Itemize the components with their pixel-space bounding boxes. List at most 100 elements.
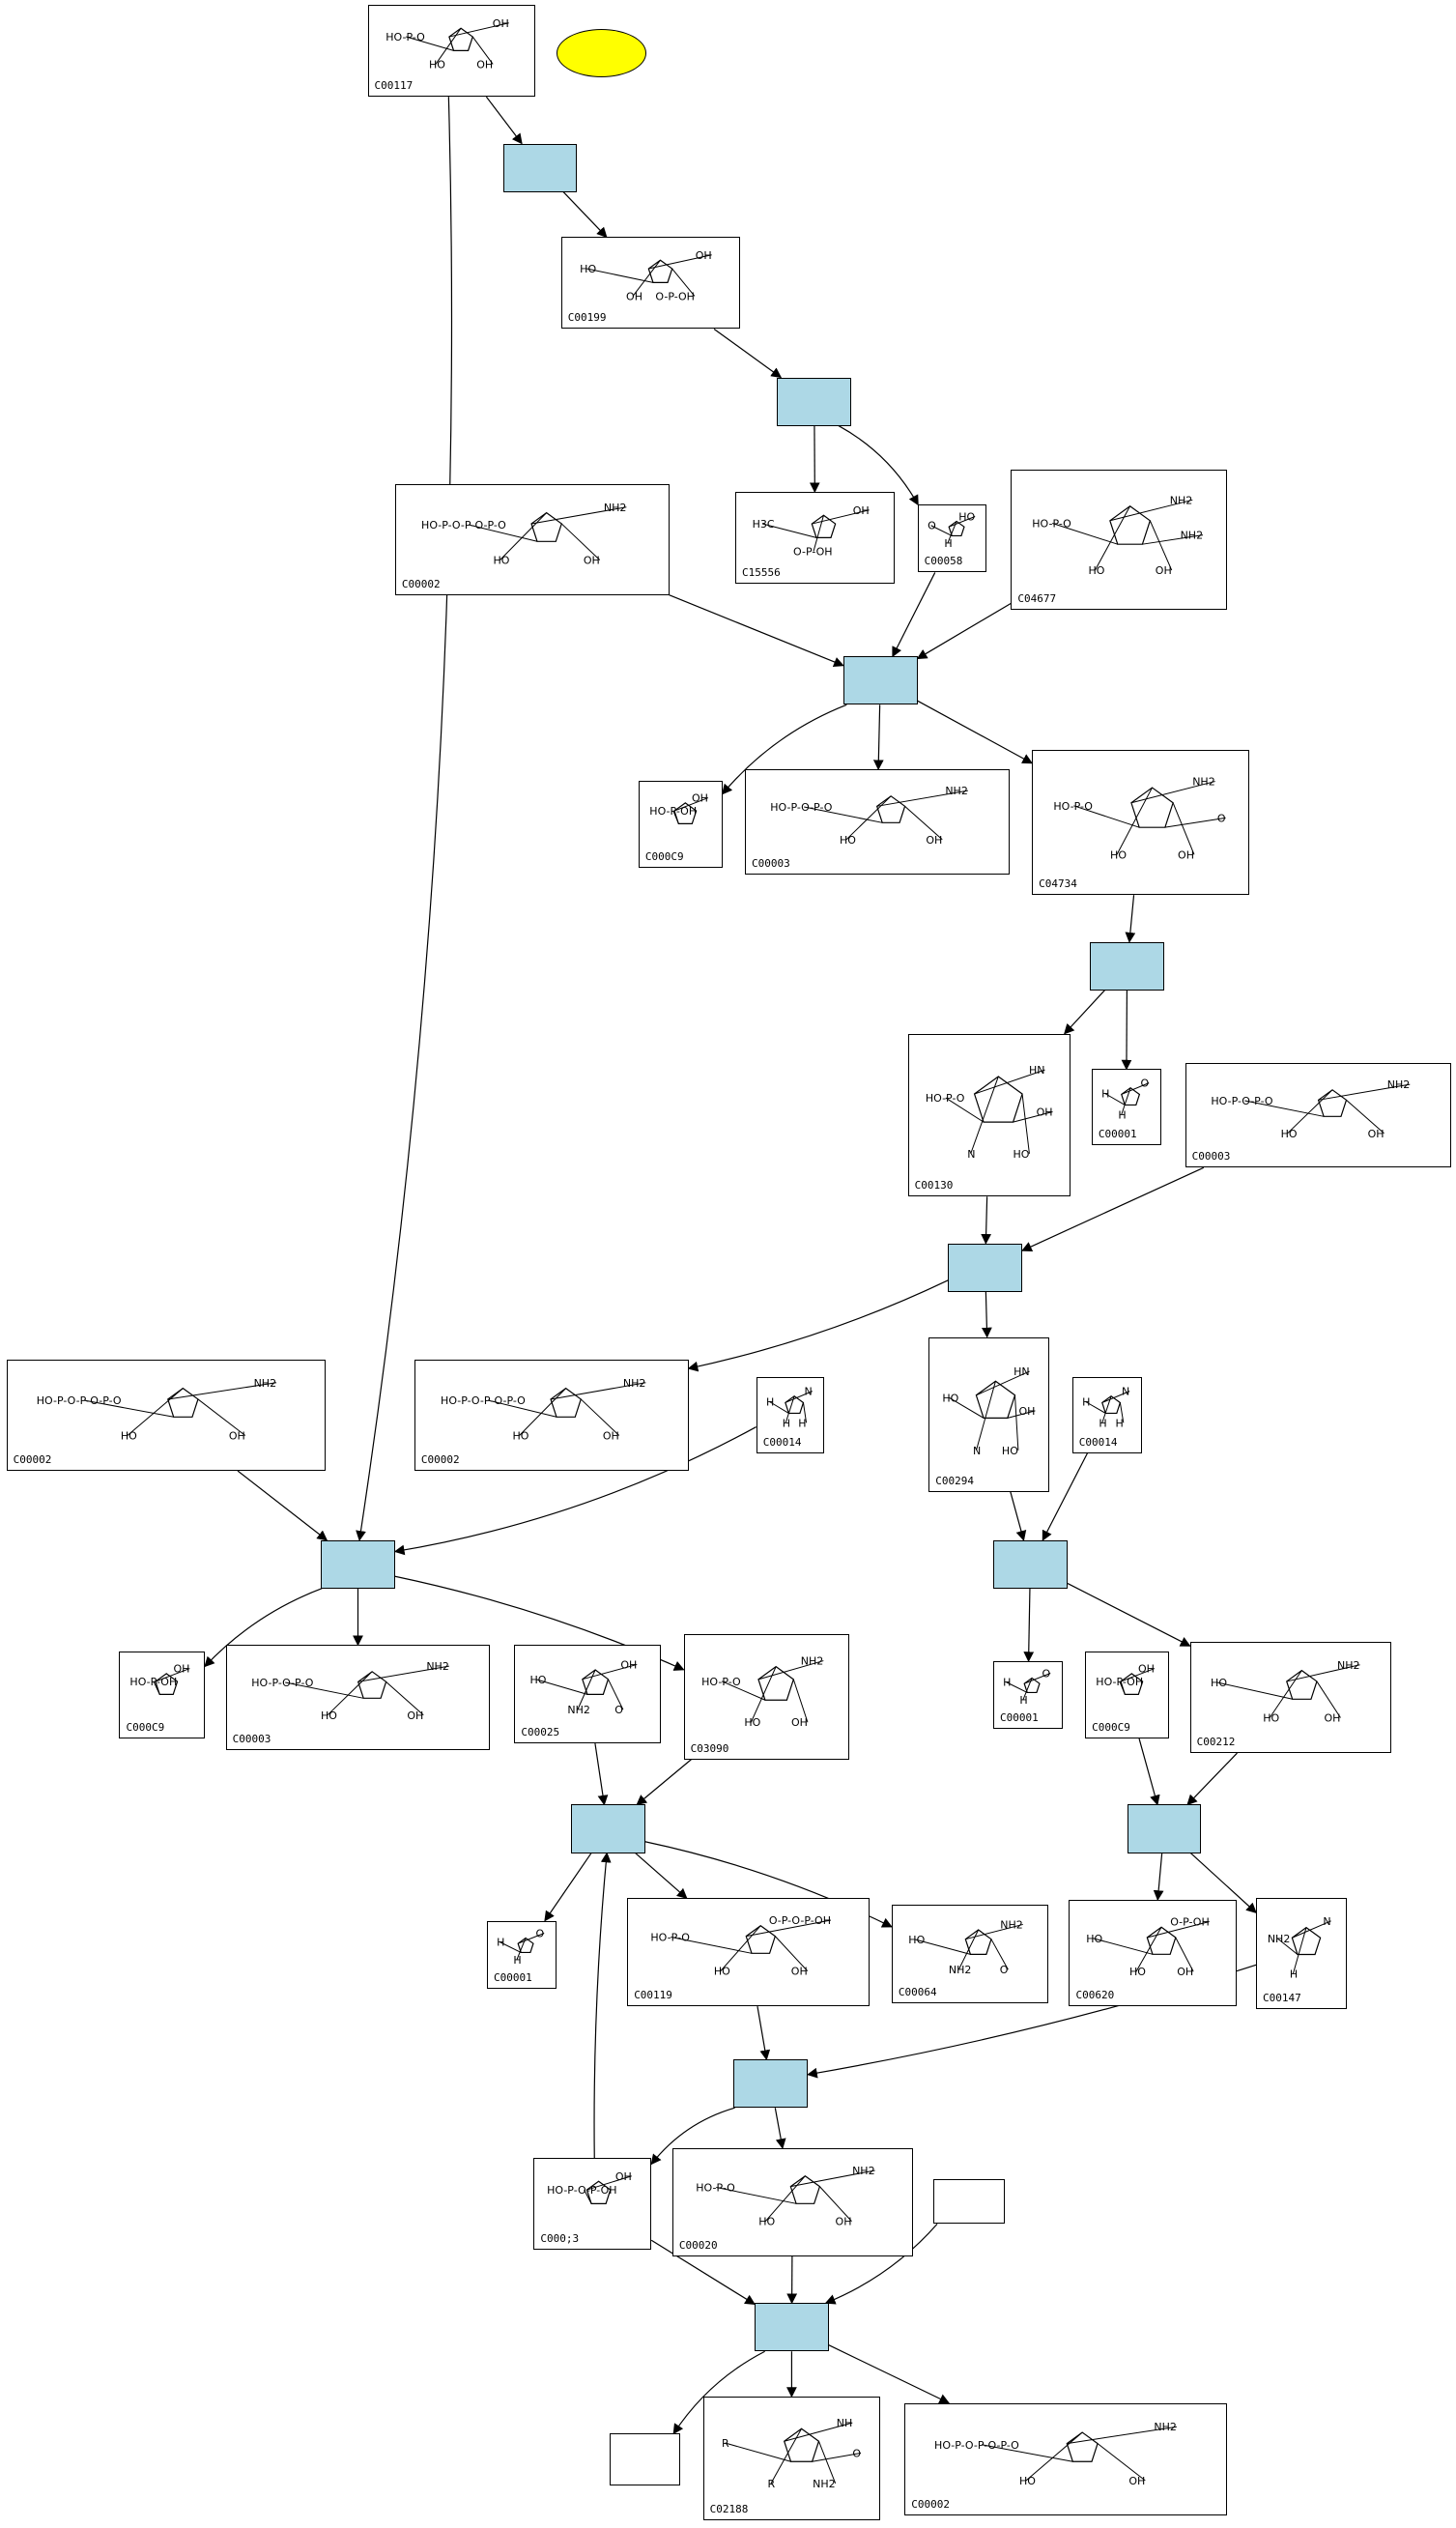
atom-label: OH <box>1138 1662 1155 1675</box>
atom-label: HO <box>530 1674 547 1686</box>
atom-label: HO-P-OH <box>130 1676 178 1688</box>
atom-label: HO <box>908 1934 925 1946</box>
reaction-node-r00190[interactable] <box>733 2059 809 2109</box>
compound-id-label: C00212 <box>1196 1736 1236 1749</box>
pathway-edge <box>356 97 453 1541</box>
atom-label: NH2 <box>800 1654 823 1667</box>
reaction-node-r01560[interactable] <box>993 1539 1068 1589</box>
atom-label: HO-P-O <box>1033 517 1072 530</box>
atom-label: O <box>1042 1667 1051 1680</box>
bond-line <box>784 2422 852 2442</box>
atom-label: O <box>928 520 936 532</box>
bond-line <box>197 1398 245 1436</box>
empty-compound-node[interactable] <box>933 2178 1005 2225</box>
atom-label: HO <box>428 58 444 71</box>
reaction-node-r03876[interactable] <box>755 2303 829 2352</box>
reaction-node-r07281[interactable] <box>777 377 852 426</box>
reaction-node-r01056[interactable] <box>502 143 578 192</box>
atom-label: HO <box>943 1392 959 1404</box>
compound-id-label: C00025 <box>521 1726 560 1739</box>
pathway-edge <box>650 2107 735 2166</box>
empty-compound-node[interactable] <box>609 2433 681 2485</box>
bond-line <box>1014 1394 1019 1451</box>
pathway-edge <box>721 704 847 795</box>
bond-line <box>1216 1681 1293 1700</box>
bond-line <box>785 1395 795 1423</box>
bond-line <box>1104 1093 1126 1106</box>
reaction-node-r01053[interactable] <box>321 1539 395 1589</box>
ring-bond <box>1066 2430 1099 2462</box>
atom-label: OH <box>174 1662 190 1675</box>
pathway-edge <box>1138 1738 1160 1806</box>
atom-label: H <box>497 1936 504 1948</box>
bond-line <box>471 36 494 65</box>
bond-line <box>1013 1110 1053 1123</box>
reaction-node-r01131[interactable] <box>948 1243 1023 1292</box>
atom-label: NH2 <box>852 2165 875 2177</box>
atom-label: N <box>973 1444 981 1456</box>
bond-line <box>487 1399 557 1418</box>
reaction-node-r01561[interactable] <box>1127 1804 1202 1853</box>
atom-label: HO <box>1263 1711 1279 1724</box>
atom-label: OH <box>695 249 711 262</box>
bond-line <box>746 1919 832 1938</box>
atom-label: HO <box>958 511 975 524</box>
pathway-edge <box>916 602 1012 660</box>
bond-line <box>1052 522 1119 545</box>
bond-line <box>904 805 943 841</box>
bond-line <box>945 1097 984 1123</box>
reaction-node-r06975[interactable] <box>842 656 918 705</box>
start-compound-node[interactable] <box>556 29 647 78</box>
pathway-edge <box>636 1759 692 1806</box>
reaction-node-r01072[interactable] <box>570 1804 645 1853</box>
bond-line <box>530 505 627 525</box>
compound-id-label: C00001 <box>1000 1711 1039 1725</box>
compound-id-label: C000C9 <box>1092 1721 1130 1735</box>
bond-line <box>1025 2431 1083 2481</box>
atom-label: HO <box>121 1429 137 1442</box>
compound-id-label: C00001 <box>1098 1127 1137 1140</box>
reaction-node-r01127[interactable] <box>1090 941 1164 991</box>
bond-line <box>1119 1681 1126 1695</box>
atom-label: N <box>1323 1915 1330 1928</box>
